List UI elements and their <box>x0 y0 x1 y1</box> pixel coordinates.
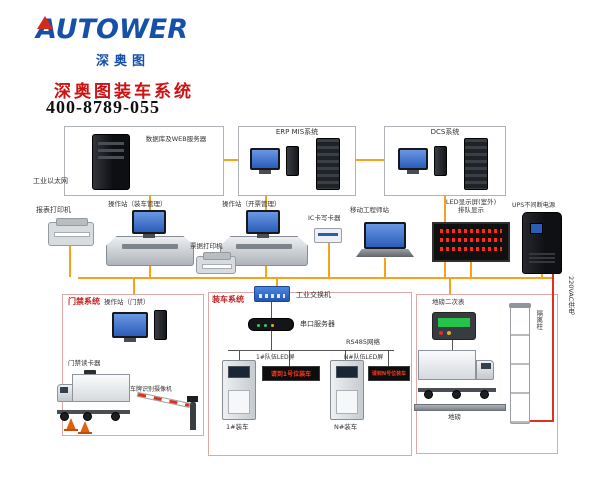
indicator-link-line <box>452 340 453 350</box>
camera-icon <box>187 396 198 402</box>
connector-line <box>69 246 71 277</box>
label-industrial-switch: 工业交换机 <box>296 291 331 299</box>
console-desk <box>106 236 194 266</box>
autower-logo: AUTOWER <box>36 14 216 54</box>
connector-line <box>149 196 151 212</box>
logo-text: AUTOWER <box>36 14 188 45</box>
label-isolation-column: 隔离柱 <box>534 310 543 330</box>
loading-controller-n-icon <box>330 360 364 420</box>
label-access-system: 门禁系统 <box>68 297 100 306</box>
logo-subtext: 深奥图 <box>96 54 151 69</box>
label-led-line2: 排队显示 <box>458 205 484 214</box>
power-line <box>552 274 554 422</box>
label-rs485: RS485网络 <box>346 338 381 346</box>
label-access-station: 操作站（门禁） <box>104 298 150 306</box>
connector-line <box>470 262 472 277</box>
connector-line <box>149 264 151 277</box>
label-ic-writer: IC卡写卡器 <box>308 214 341 222</box>
loading-operator-console <box>106 210 194 266</box>
connector-line <box>224 159 238 161</box>
erp-monitor-icon <box>250 148 280 170</box>
report-printer-icon <box>48 218 94 246</box>
label-led-line1: LED显示屏(室外) <box>445 198 497 206</box>
label-weighbridge-indicator: 地磅二次表 <box>432 298 465 306</box>
outdoor-led-display-icon <box>432 222 510 262</box>
connector-line <box>541 274 543 278</box>
scale-truck-icon <box>418 350 498 404</box>
rs485-drop-line <box>289 350 290 366</box>
rs485-drop-line <box>239 350 240 360</box>
access-monitor-icon <box>112 312 148 338</box>
connector-line <box>133 279 135 294</box>
label-ticket-printer: 票据打印机 <box>190 242 223 250</box>
loading-controller-1-icon <box>222 360 256 420</box>
ups-icon <box>522 212 562 274</box>
connector-line <box>276 279 278 292</box>
label-serial-server: 串口服务器 <box>300 320 335 328</box>
connector-line <box>356 159 384 161</box>
entry-truck-icon <box>57 374 133 422</box>
erp-pc-tower-icon <box>286 146 299 176</box>
label-database-server: 数据库及WEB服务器 <box>145 135 207 143</box>
page-title: 深奥图装车系统 <box>54 82 194 102</box>
queue-led-1-icon: 请到1号位装车 <box>262 366 320 381</box>
label-weighbridge: 地磅 <box>448 413 461 421</box>
connector-line <box>328 243 330 277</box>
label-bay-1: 1#装车 <box>226 423 249 431</box>
weighbridge-indicator-icon <box>432 312 476 340</box>
label-access-reader: 门禁读卡器 <box>68 359 101 367</box>
label-led-display: LED显示屏(室外) 排队显示 <box>430 198 512 215</box>
ethernet-bus-line <box>78 277 554 279</box>
label-ups: UPS不间断电源 <box>512 202 556 209</box>
serial-link-line <box>271 302 272 318</box>
console-monitor-icon <box>132 210 166 234</box>
ic-card-writer-icon <box>314 228 342 243</box>
dcs-server-rack-icon <box>464 138 488 190</box>
database-server-icon <box>92 134 130 190</box>
label-dcs: DCS系统 <box>430 128 460 136</box>
connector-line <box>265 196 267 212</box>
label-station-loading: 操作站（装车管理） <box>108 200 167 208</box>
label-bay-n: N#装车 <box>334 423 358 431</box>
erp-server-rack-icon <box>316 138 340 190</box>
dcs-monitor-icon <box>398 148 428 170</box>
label-loading-system: 装车系统 <box>212 295 244 304</box>
laptop-icon <box>356 222 414 258</box>
rs485-drop-line <box>345 350 346 360</box>
label-220vac-power: 220VAC供电 <box>566 276 575 315</box>
power-line <box>530 420 554 422</box>
isolation-column-icon <box>509 303 531 424</box>
label-lpr-camera: 车牌识别摄像机 <box>130 386 173 393</box>
barrier-gate-icon <box>128 391 198 430</box>
label-industrial-ethernet: 工业以太网 <box>33 177 68 185</box>
connector-line <box>384 258 386 277</box>
connector-line <box>265 264 267 277</box>
traffic-cone-icon <box>64 418 78 431</box>
rs485-link-line <box>271 331 272 350</box>
database-server-box <box>64 126 224 196</box>
rs485-drop-line <box>388 350 389 366</box>
connector-line <box>449 279 451 294</box>
serial-server-icon <box>248 318 294 331</box>
label-station-ticketing: 操作站（开票管理） <box>222 200 281 208</box>
label-queue-led-1: 1#队伍LED屏 <box>256 354 295 361</box>
queue-led-n-icon: 请到N号位装车 <box>368 366 410 381</box>
ticket-printer-icon <box>196 252 236 274</box>
access-pc-tower-icon <box>154 310 167 340</box>
label-mobile-station: 移动工程师站 <box>350 206 389 214</box>
label-erp-mis: ERP MIS系统 <box>275 128 319 136</box>
label-report-printer: 报表打印机 <box>36 206 71 214</box>
weighbridge-platform-icon <box>414 404 506 411</box>
rs485-bus-line <box>228 350 394 351</box>
console-monitor-icon <box>246 210 280 234</box>
dcs-pc-tower-icon <box>434 146 447 176</box>
phone-number: 400-8789-055 <box>46 97 160 117</box>
industrial-switch-icon <box>254 286 290 302</box>
traffic-cone-icon <box>78 421 92 434</box>
label-queue-led-n: N#队伍LED屏 <box>344 354 384 361</box>
logo-triangle-icon <box>37 16 53 29</box>
